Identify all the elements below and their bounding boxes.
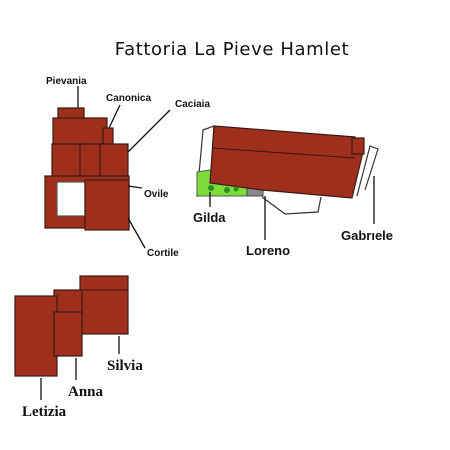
anna-building [53, 311, 83, 357]
leader-cortile [127, 217, 146, 249]
pievania-building [52, 117, 108, 147]
east-porch-outline [356, 145, 379, 197]
label-silvia: Silvia [107, 358, 143, 374]
label-ovile: Ovile [144, 189, 169, 200]
building-cluster-north [44, 107, 130, 231]
leader-caciaia [127, 109, 171, 153]
label-gilda: Gilda [193, 210, 226, 225]
shrub [224, 187, 230, 193]
east-chimney [351, 137, 365, 155]
label-caciaia: Caciaia [175, 99, 210, 110]
shrub [208, 185, 214, 191]
anna-upper [53, 289, 83, 315]
block-west [51, 143, 83, 179]
leader-canonica [108, 104, 121, 129]
label-gabriele: Gabrıele [341, 228, 393, 243]
shrub [233, 186, 239, 192]
block-middle [79, 143, 103, 179]
label-cortile: Cortile [147, 248, 179, 259]
label-anna: Anna [68, 384, 104, 400]
building-cluster-south [14, 275, 129, 377]
courtyard [56, 181, 86, 217]
roof-ridge [211, 147, 356, 159]
label-loreno: Loreno [246, 243, 290, 258]
diagram-title: Fattoria La Pieve Hamlet [115, 39, 349, 60]
ovile-building [84, 179, 130, 231]
silvia-building [79, 275, 129, 335]
letizia-building [14, 295, 58, 377]
east-roof [209, 125, 364, 199]
yard-fence [261, 196, 322, 215]
canonica-chimney [102, 127, 114, 147]
building-east [196, 125, 379, 215]
label-letizia: Letizia [22, 404, 67, 420]
label-canonica: Canonica [106, 93, 151, 104]
leader-ovile [127, 185, 143, 189]
label-pievania: Pievania [46, 76, 87, 87]
